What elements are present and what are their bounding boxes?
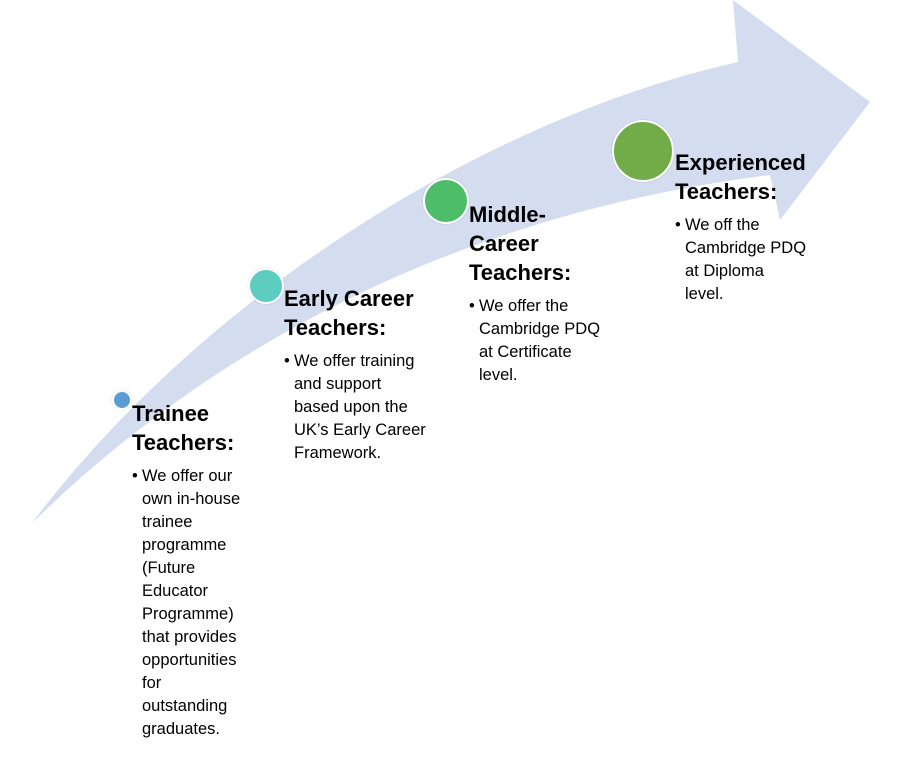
stage-title: Trainee Teachers:	[132, 399, 272, 457]
stage-description: • We offer training and support based up…	[284, 350, 454, 465]
title-line: Teachers:	[675, 179, 778, 204]
title-line: Experienced	[675, 150, 806, 175]
description-line: programme	[142, 536, 227, 554]
stage-dot-trainee	[112, 390, 132, 410]
description-line: We offer our	[142, 467, 233, 485]
description-line: trainee	[142, 513, 193, 531]
description-line: at Certificate	[479, 343, 572, 361]
stage-description: • We off the Cambridge PDQ at Diploma le…	[675, 214, 845, 306]
description-line: Programme)	[142, 605, 234, 623]
description-line: We offer the	[479, 297, 569, 315]
stage-description: • We offer our own in-house trainee prog…	[132, 465, 272, 741]
description-line: based upon the	[294, 398, 408, 416]
title-line: Middle-	[469, 202, 546, 227]
title-line: Trainee	[132, 401, 210, 426]
stage-early-career: Early Career Teachers: • We offer traini…	[284, 284, 454, 465]
description-line: opportunities	[142, 651, 237, 669]
description-line: level.	[685, 285, 724, 303]
description-line: level.	[479, 366, 518, 384]
stage-title: Early Career Teachers:	[284, 284, 454, 342]
title-line: Teachers:	[469, 260, 572, 285]
description-line: at Diploma	[685, 262, 764, 280]
stage-dot-early-career	[248, 268, 284, 304]
description-line: and support	[294, 375, 382, 393]
title-line: Early Career	[284, 286, 414, 311]
stage-description: • We offer the Cambridge PDQ at Certific…	[469, 295, 629, 387]
description-line: own in-house	[142, 490, 241, 508]
bullet: •	[469, 297, 475, 315]
description-line: (Future	[142, 559, 196, 577]
stage-experienced: Experienced Teachers: • We off the Cambr…	[675, 148, 845, 306]
description-line: Cambridge PDQ	[685, 239, 807, 257]
stage-dot-experienced	[612, 120, 674, 182]
stage-trainee: Trainee Teachers: • We offer our own in-…	[132, 399, 272, 741]
stage-middle-career: Middle- Career Teachers: • We offer the …	[469, 200, 629, 387]
stage-title: Middle- Career Teachers:	[469, 200, 629, 287]
stage-dot-middle-career	[423, 178, 469, 224]
description-line: outstanding	[142, 697, 228, 715]
description-line: We offer training	[294, 352, 415, 370]
description-line: We off the	[685, 216, 760, 234]
description-line: UK’s Early Career	[294, 421, 426, 439]
description-line: for	[142, 674, 162, 692]
description-line: that provides	[142, 628, 237, 646]
title-line: Career	[469, 231, 539, 256]
title-line: Teachers:	[284, 315, 387, 340]
description-line: Educator	[142, 582, 209, 600]
title-line: Teachers:	[132, 430, 235, 455]
bullet: •	[284, 352, 290, 370]
description-line: Framework.	[294, 444, 382, 462]
stage-title: Experienced Teachers:	[675, 148, 845, 206]
bullet: •	[675, 216, 681, 234]
bullet: •	[132, 467, 138, 485]
description-line: graduates.	[142, 720, 220, 738]
description-line: Cambridge PDQ	[479, 320, 601, 338]
